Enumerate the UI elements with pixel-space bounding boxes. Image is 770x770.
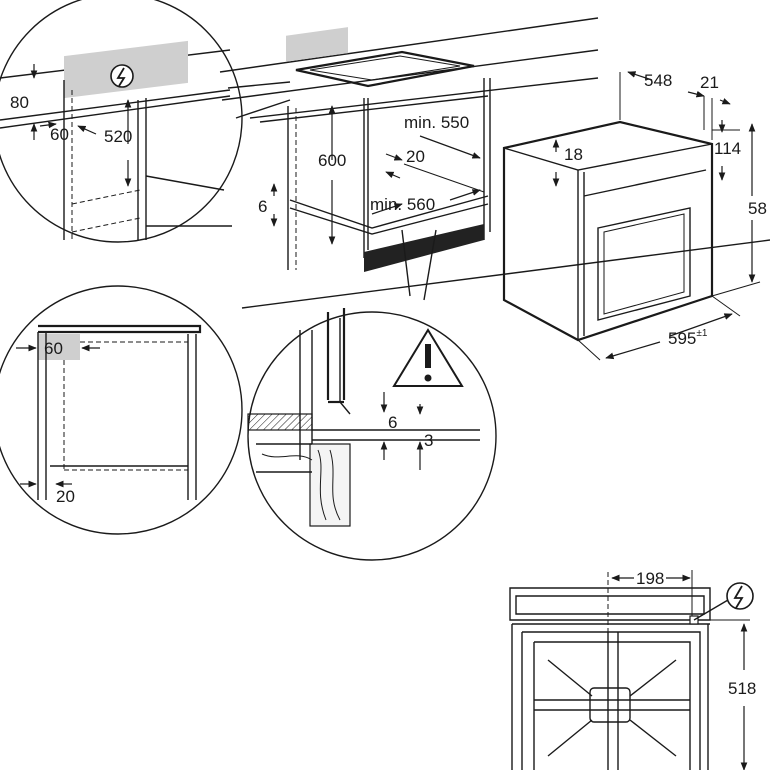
oven-window: [597, 207, 691, 321]
detail-gray-zone: [38, 334, 80, 360]
niche-depth-label: min. 550: [404, 113, 469, 132]
niche-height-label: 600: [318, 151, 346, 170]
detail-gap-circle: [247, 229, 497, 561]
top-offset-label: 18: [564, 145, 583, 164]
oven-width-label: 595±1: [668, 328, 708, 348]
cabinet-perspective: [219, 17, 770, 309]
detail-cabinet-circle: [0, 285, 243, 535]
cooktop: [295, 50, 475, 88]
back-electric-connection-icon: [726, 582, 754, 610]
oven-height-label: 58: [748, 199, 767, 218]
bottom-left-gap-label: 20: [56, 487, 75, 506]
hatched-shelf: [247, 413, 313, 431]
cabinet-top-gap-label: 80: [10, 93, 29, 112]
warning-triangle-icon: [392, 328, 464, 387]
shelf-thickness-label: 6: [258, 197, 267, 216]
side-height-label: 114: [714, 139, 741, 158]
cabinet-depth-offset-label: 60: [50, 125, 69, 144]
oven-depth-label: 548: [644, 71, 672, 90]
socket-zone: [286, 27, 348, 62]
detail-socket-circle: [0, 0, 291, 243]
back-socket-offset-label: 198: [636, 569, 664, 588]
oven-body: [502, 120, 714, 342]
back-view: [509, 570, 750, 770]
wood-panel: [309, 443, 351, 527]
detail-gap-a-label: 6: [388, 413, 397, 432]
niche-width-label: min. 560: [370, 195, 435, 214]
detail-gap-b-label: 3: [424, 431, 433, 450]
front-panel-label: 21: [700, 73, 719, 92]
back-socket-height-label: 518: [728, 679, 756, 698]
vent-gap-label: 20: [406, 147, 425, 166]
bottom-left-offset-label: 60: [44, 339, 63, 358]
electric-connection-icon: [110, 64, 134, 88]
socket-height-label: 520: [104, 127, 132, 146]
